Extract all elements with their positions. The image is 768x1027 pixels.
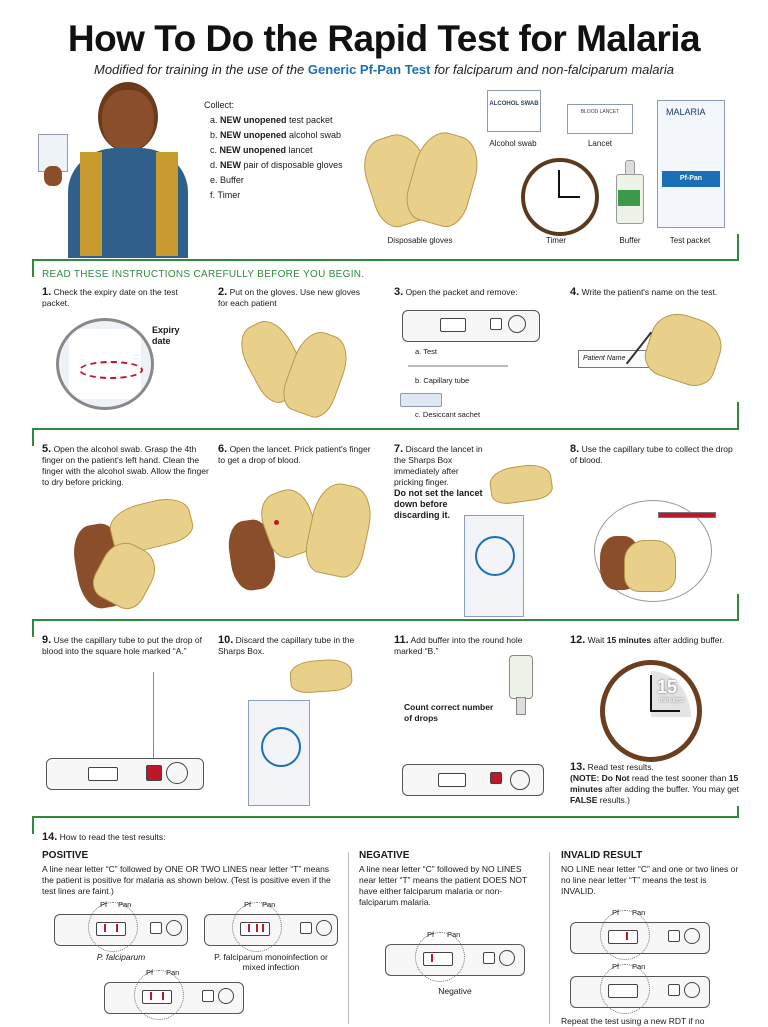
item-desiccant: c. Desiccant sachet bbox=[415, 410, 481, 419]
gloves-caption: Disposable gloves bbox=[387, 236, 453, 245]
step-8: 8. Use the capillary tube to collect the… bbox=[570, 443, 733, 466]
step-6: 6. Open the lancet. Prick patient's fing… bbox=[218, 443, 371, 466]
buffer-caption: Buffer bbox=[619, 236, 641, 245]
step-4: 4. Write the patient's name on the test. bbox=[570, 286, 718, 298]
test-name: Generic Pf-Pan Test bbox=[307, 62, 431, 77]
read-instructions-banner: READ THESE INSTRUCTIONS CAREFULLY BEFORE… bbox=[42, 269, 365, 280]
sharps-box-illustration bbox=[464, 515, 524, 617]
item-capillary: b. Capillary tube bbox=[415, 376, 470, 385]
gloves-illustration bbox=[355, 125, 486, 233]
hand-discarding-icon bbox=[487, 461, 555, 507]
swab-caption: Alcohol swab bbox=[489, 139, 537, 148]
drops-callout: Count correct number of drops bbox=[404, 702, 494, 723]
invalid-strip-2: Pf Pan bbox=[570, 962, 710, 1014]
step-5: 5. Open the alcohol swab. Grasp the 4th … bbox=[42, 443, 209, 488]
positive-pf-strip: Pf Pan bbox=[54, 900, 188, 952]
lancet-caption: Lancet bbox=[587, 139, 613, 148]
sharps-box-illustration bbox=[248, 700, 310, 806]
collecting-blood-illustration bbox=[584, 480, 724, 602]
invalid-footer: Repeat the test using a new RDT if no bbox=[561, 1016, 705, 1026]
hand-discarding-icon bbox=[288, 657, 354, 695]
collect-title: Collect: bbox=[204, 100, 235, 110]
collect-item: a. NEW unopened test packet bbox=[210, 115, 333, 125]
negative-heading: NEGATIVE bbox=[359, 850, 410, 861]
divider bbox=[348, 852, 349, 1024]
step-3: 3. Open the packet and remove: bbox=[394, 286, 518, 298]
positive-mixed-strip: Pf Pan bbox=[204, 900, 338, 952]
positive-pan-strip: Pf Pan bbox=[104, 968, 244, 1020]
alcohol-swab-illustration: ALCOHOL SWAB bbox=[487, 90, 541, 132]
step-1: 1. Check the expiry date on the test pac… bbox=[42, 286, 178, 309]
desiccant-sachet bbox=[400, 393, 442, 407]
step-2: 2. Put on the gloves. Use new gloves for… bbox=[218, 286, 360, 309]
capillary-tube bbox=[153, 672, 154, 768]
step-9: 9. Use the capillary tube to put the dro… bbox=[42, 634, 202, 657]
capillary-tube bbox=[408, 365, 508, 367]
divider bbox=[32, 259, 738, 261]
positive-text: A line near letter “C” followed by ONE O… bbox=[42, 864, 331, 896]
expiry-label-illustration bbox=[56, 318, 154, 410]
collect-item: c. NEW unopened lancet bbox=[210, 145, 313, 155]
negative-text: A line near letter “C” followed by NO LI… bbox=[359, 864, 528, 907]
invalid-strip-1: Pf Pan bbox=[570, 908, 710, 960]
collect-item: f. Timer bbox=[210, 190, 241, 200]
invalid-heading: INVALID RESULT bbox=[561, 850, 643, 861]
positive-caption-1: P. falciparum bbox=[96, 952, 146, 962]
step-10: 10. Discard the capillary tube in the Sh… bbox=[218, 634, 355, 657]
test-packet-icon bbox=[38, 134, 68, 172]
timer-illustration: 15 minutes bbox=[600, 660, 702, 762]
collect-item: d. NEW pair of disposable gloves bbox=[210, 160, 343, 170]
collect-list: a. NEW unopened test packet b. NEW unope… bbox=[210, 113, 343, 203]
step-12: 12. Wait 15 minutes after adding buffer. bbox=[570, 634, 725, 646]
health-worker-illustration bbox=[38, 82, 198, 258]
timer-caption: Timer bbox=[545, 236, 567, 245]
buffer-dropper-illustration bbox=[505, 655, 535, 715]
test-packet-illustration: MALARIA Pf-Pan bbox=[657, 100, 725, 228]
collect-item: b. NEW unopened alcohol swab bbox=[210, 130, 342, 140]
positive-caption-2: P. falciparum monoinfection or mixed inf… bbox=[214, 952, 328, 972]
blood-well bbox=[146, 765, 162, 781]
writing-name-illustration: Patient Name bbox=[578, 306, 729, 392]
page-title: How To Do the Rapid Test for Malaria bbox=[67, 18, 701, 59]
lancet-illustration: BLOOD LANCET bbox=[567, 104, 633, 134]
page-subtitle: Modified for training in the use of the … bbox=[94, 62, 674, 77]
negative-strip: Pf Pan bbox=[385, 930, 525, 982]
divider bbox=[549, 852, 550, 1024]
step-7: 7. Discard the lancet in the Sharps Box … bbox=[394, 443, 483, 521]
pricking-finger-illustration bbox=[225, 478, 377, 593]
invalid-text: NO LINE near letter “C” and one or two l… bbox=[561, 864, 739, 896]
buffer-bottle-illustration bbox=[614, 160, 644, 224]
collect-item: e. Buffer bbox=[210, 175, 244, 185]
step-11: 11. Add buffer into the round hole marke… bbox=[394, 634, 523, 657]
gloved-hands-illustration bbox=[231, 313, 355, 423]
step-13: 13. Read test results. (NOTE: Do Not rea… bbox=[570, 761, 740, 806]
cleaning-finger-illustration bbox=[69, 492, 200, 616]
timer-illustration bbox=[521, 158, 599, 236]
item-test: a. Test bbox=[415, 347, 437, 356]
packet-caption: Test packet bbox=[669, 236, 711, 245]
expiry-callout: Expiry date bbox=[152, 325, 180, 346]
positive-heading: POSITIVE bbox=[42, 850, 89, 861]
step-14: 14. How to read the test results: bbox=[42, 831, 166, 843]
negative-caption: Negative bbox=[438, 986, 472, 996]
